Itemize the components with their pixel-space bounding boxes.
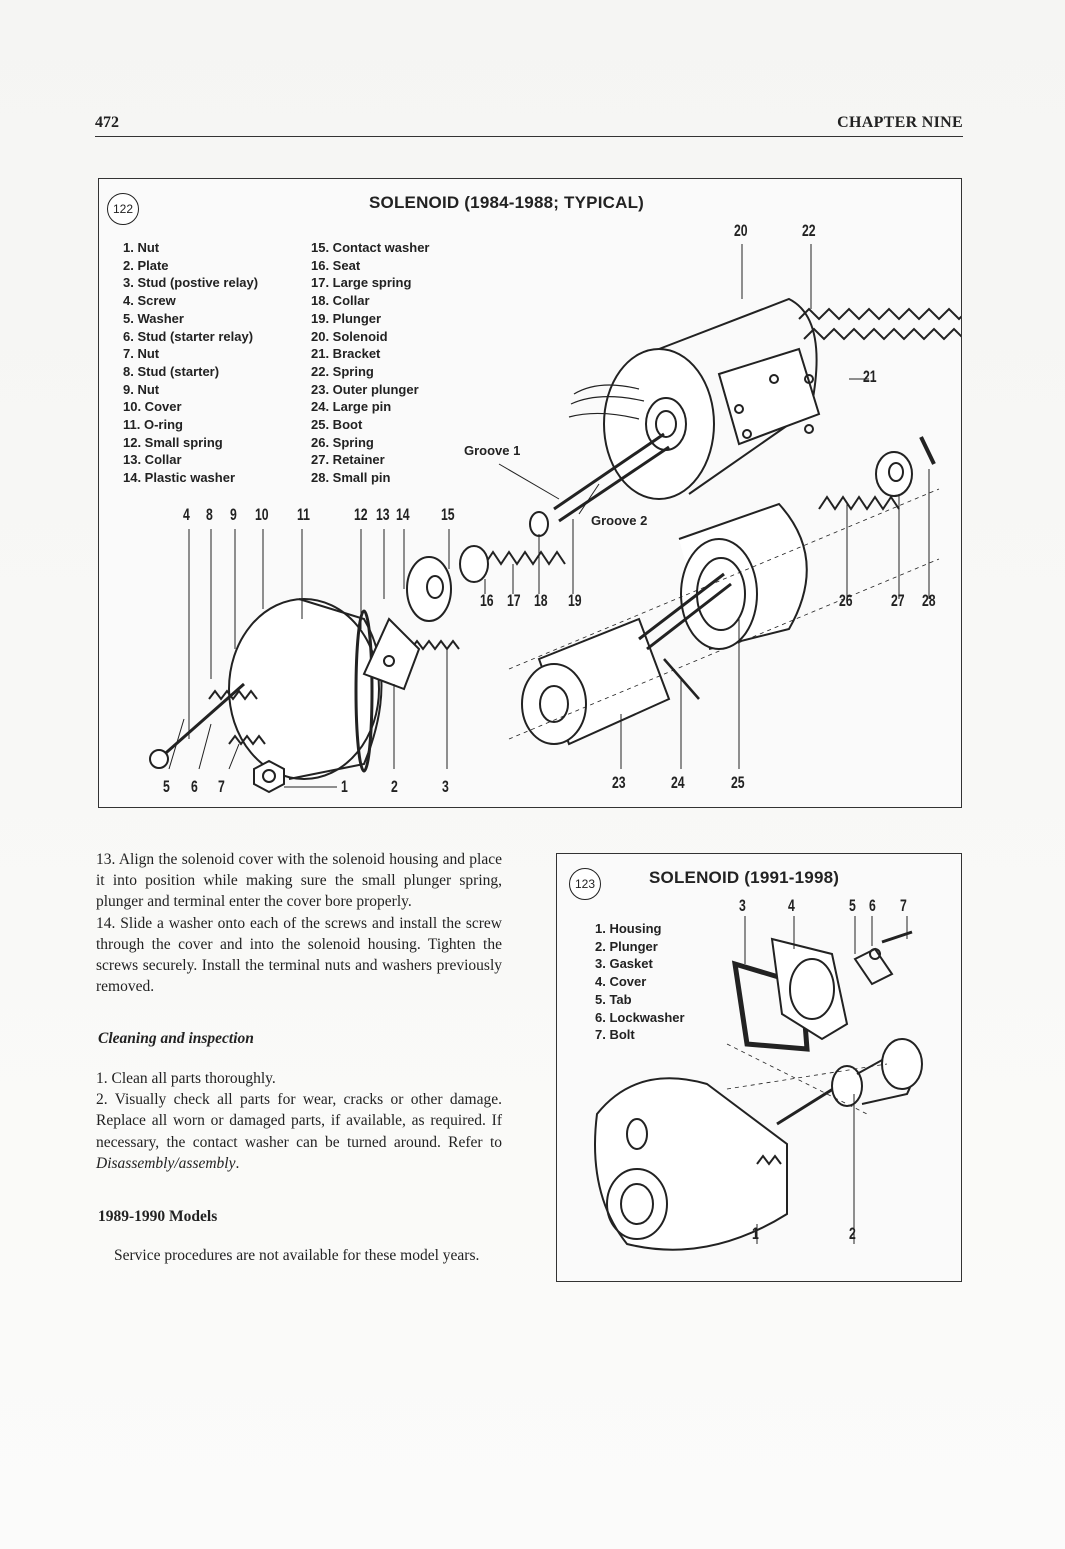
- parts-list-item: 4. Screw: [123, 293, 176, 309]
- callout-7: 7: [900, 896, 907, 915]
- parts-list-item: 1. Housing: [595, 921, 662, 936]
- parts-list-item: 8. Stud (starter): [123, 363, 220, 379]
- parts-list-item: 3. Gasket: [595, 956, 653, 972]
- figure-title: SOLENOID (1991-1998): [649, 868, 840, 887]
- page-number: 472: [95, 114, 119, 131]
- step-13-paragraph: 13. Align the solenoid cover with the so…: [96, 849, 502, 997]
- callout-25: 25: [731, 773, 745, 792]
- figure-number-badge: 123: [569, 868, 601, 900]
- clean-step-1: 1. Clean all parts thoroughly.: [96, 1070, 276, 1087]
- solenoid-exploded-drawing: [149, 244, 961, 794]
- parts-list-item: 1. Nut: [123, 240, 160, 255]
- parts-list-item: 10. Cover: [123, 399, 182, 415]
- parts-list-item: 2. Plate: [123, 257, 169, 273]
- callout-6: 6: [191, 777, 198, 796]
- parts-list-item: 22. Spring: [311, 363, 374, 379]
- callout-7: 7: [218, 777, 225, 796]
- callout-5: 5: [163, 777, 170, 796]
- step-13-text: 13. Align the solenoid cover with the so…: [96, 851, 502, 911]
- callout-1: 1: [341, 777, 348, 796]
- parts-list-column-2: 15. Contact washer 16. Seat 17. Large spri…: [311, 239, 430, 487]
- callout-12: 12: [354, 505, 368, 524]
- chapter-title: CHAPTER NINE: [837, 114, 963, 131]
- callout-10: 10: [255, 505, 269, 524]
- parts-list-item: 14. Plastic washer: [123, 470, 236, 486]
- figure-number-badge: 122: [107, 193, 139, 225]
- models-paragraph: Service procedures are not available for…: [96, 1245, 502, 1266]
- figure-title: SOLENOID (1984-1988; TYPICAL): [369, 193, 645, 212]
- parts-list-item: 3. Stud (postive relay): [123, 275, 259, 291]
- callout-15: 15: [441, 505, 455, 524]
- groove-1-label: Groove 1: [464, 443, 521, 458]
- callout-26: 26: [839, 591, 853, 610]
- parts-list-item: 6. Stud (starter relay): [123, 328, 254, 344]
- models-text: Service procedures are not available for…: [114, 1247, 480, 1264]
- parts-list-item: 15. Contact washer: [311, 240, 430, 255]
- parts-list-item: 11. O-ring: [123, 417, 183, 433]
- solenoid-assembly-drawing: [594, 916, 923, 1251]
- parts-list-item: 16. Seat: [311, 257, 361, 273]
- cleaning-inspection-heading: Cleaning and inspection: [98, 1030, 254, 1047]
- parts-list-item: 20. Solenoid: [311, 328, 388, 344]
- callout-14: 14: [396, 505, 410, 524]
- parts-list-item: 28. Small pin: [311, 470, 391, 486]
- parts-list-item: 26. Spring: [311, 434, 374, 450]
- parts-list-item: 4. Cover: [595, 974, 647, 990]
- callout-27: 27: [891, 591, 905, 610]
- callout-11: 11: [297, 505, 310, 524]
- callout-6: 6: [869, 896, 876, 915]
- parts-list-item: 19. Plunger: [311, 310, 382, 326]
- callout-8: 8: [206, 505, 213, 524]
- callout-24: 24: [671, 773, 685, 792]
- parts-list-item: 17. Large spring: [311, 275, 412, 291]
- parts-list-item: 7. Nut: [123, 346, 160, 362]
- parts-list-item: 5. Tab: [595, 991, 632, 1007]
- callout-23: 23: [612, 773, 626, 792]
- page-header: 472 CHAPTER NINE: [95, 112, 963, 137]
- parts-list-item: 13. Collar: [123, 452, 182, 468]
- callout-22: 22: [802, 221, 816, 240]
- callout-9: 9: [230, 505, 237, 524]
- callout-18: 18: [534, 591, 548, 610]
- parts-list-item: 18. Collar: [311, 293, 370, 309]
- callout-5: 5: [849, 896, 856, 915]
- parts-list-column-1: 1. Nut 2. Plate 3. Stud (postive relay) 4. …: [123, 239, 258, 487]
- parts-list-item: 21. Bracket: [311, 346, 381, 362]
- callout-3: 3: [739, 896, 746, 915]
- parts-list-item: 25. Boot: [311, 417, 363, 433]
- step-14-text: 14. Slide a washer onto each of the scre…: [96, 914, 502, 996]
- parts-list-item: 24. Large pin: [311, 399, 392, 415]
- models-heading: 1989-1990 Models: [98, 1208, 218, 1225]
- parts-list-item: 23. Outer plunger: [311, 381, 419, 397]
- callout-3: 3: [442, 777, 449, 796]
- parts-list-item: 6. Lockwasher: [595, 1009, 685, 1025]
- callout-28: 28: [922, 591, 936, 610]
- clean-step-2-main: 2. Visually check all parts for wear, cr…: [96, 1091, 502, 1151]
- clean-step-2-end: .: [235, 1154, 240, 1172]
- callout-13: 13: [376, 505, 390, 524]
- callout-19: 19: [568, 591, 582, 610]
- callout-16: 16: [480, 591, 494, 610]
- callout-1: 1: [752, 1224, 759, 1243]
- callout-20: 20: [734, 221, 748, 240]
- callout-17: 17: [507, 591, 521, 610]
- clean-step-2: 2. Visually check all parts for wear, cr…: [96, 1089, 502, 1174]
- cross-reference: Disassembly/assembly: [96, 1154, 236, 1172]
- callout-2: 2: [849, 1224, 856, 1243]
- parts-list-item: 9. Nut: [123, 381, 160, 397]
- parts-list-item: 27. Retainer: [311, 452, 385, 468]
- parts-list-item: 2. Plunger: [595, 938, 658, 954]
- callout-2: 2: [391, 777, 398, 796]
- cleaning-steps: 1. Clean all parts thoroughly. 2. Visual…: [96, 1068, 502, 1174]
- parts-list-item: 7. Bolt: [595, 1027, 635, 1043]
- parts-list-item: 12. Small spring: [123, 434, 223, 450]
- callout-21: 21: [863, 367, 877, 386]
- callout-4: 4: [788, 896, 795, 915]
- parts-list-item: 5. Washer: [123, 310, 184, 326]
- groove-2-label: Groove 2: [591, 513, 648, 528]
- figure-122: 122 SOLENOID (1984-1988; TYPICAL) 1. Nut…: [98, 178, 962, 808]
- callout-4: 4: [183, 505, 190, 524]
